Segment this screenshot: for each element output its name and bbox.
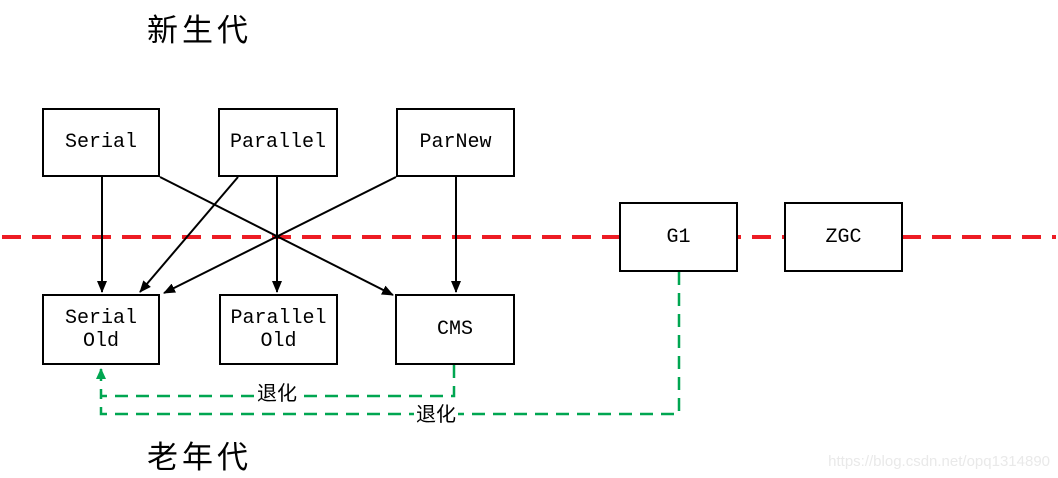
degrade-path-g1-to-serial-old (99, 272, 681, 416)
node-g1-label: G1 (666, 225, 691, 249)
node-parnew: ParNew (396, 108, 515, 177)
old-generation-title: 老年代 (147, 440, 252, 475)
node-serial-old-label: Serial Old (64, 306, 137, 353)
node-serial-label: Serial (64, 131, 137, 154)
csdn-watermark: https://blog.csdn.net/opq1314890 (828, 453, 1050, 470)
node-serial-old: Serial Old (42, 294, 160, 365)
node-zgc-label: ZGC (825, 225, 862, 249)
node-parallel: Parallel (218, 108, 338, 177)
arrow-parallel-to-serial-old (139, 176, 239, 293)
node-g1: G1 (619, 202, 738, 272)
young-generation-title: 新生代 (147, 13, 252, 48)
node-serial: Serial (42, 108, 160, 177)
node-parallel-old: Parallel Old (219, 294, 338, 365)
degrade-label-g1: 退化 (414, 404, 458, 426)
node-zgc: ZGC (784, 202, 903, 272)
node-cms: CMS (395, 294, 515, 365)
node-parallel-old-label: Parallel Old (230, 306, 327, 353)
degrade-label-cms: 退化 (255, 383, 299, 405)
node-cms-label: CMS (436, 318, 473, 341)
arrow-parnew-to-serial-old (163, 176, 397, 294)
node-parnew-label: ParNew (419, 131, 492, 154)
node-parallel-label: Parallel (229, 131, 326, 154)
